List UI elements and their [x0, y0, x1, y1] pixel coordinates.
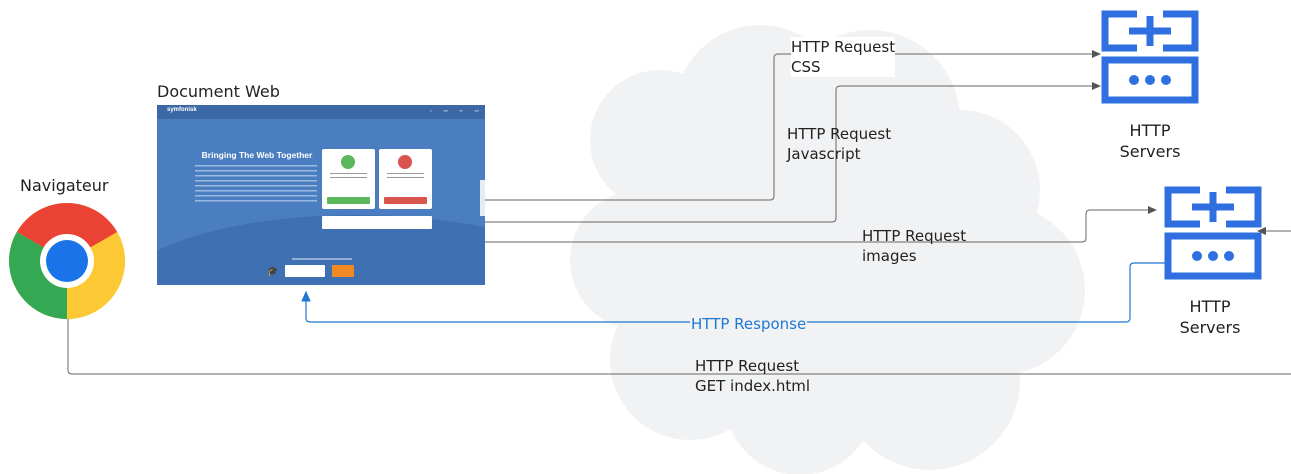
browser-label: Navigateur [20, 176, 109, 195]
graduation-cap-icon: 🎓 [267, 266, 279, 276]
response-line [301, 262, 1166, 323]
index-request-label: HTTP Request GET index.html [695, 357, 811, 395]
images-request-line [485, 206, 1157, 243]
chrome-browser-icon [9, 203, 125, 319]
screenshot-brand: symfonisk [167, 107, 197, 113]
http-server-icon-2 [1164, 186, 1262, 280]
index-request-line [67, 300, 1291, 375]
web-document-screenshot: symfonisk ▪▪▪▪▪▪▪▪▪ Bringing The Web Tog… [157, 105, 485, 285]
css-request-line [485, 50, 1101, 201]
screenshot-heading: Bringing The Web Together [201, 150, 313, 160]
server-1-label: HTTP Servers [1119, 121, 1181, 161]
document-label: Document Web [157, 82, 280, 101]
screenshot-nav: ▪▪▪▪▪▪▪▪▪ [430, 108, 479, 113]
http-server-icon-1 [1101, 10, 1199, 104]
screenshot-card-left [322, 149, 375, 209]
javascript-request-label: HTTP Request Javascript [787, 125, 892, 163]
server-2-label: HTTP Servers [1179, 297, 1241, 337]
css-request-label: HTTP Request CSS [791, 37, 896, 77]
images-request-label: HTTP Request images [862, 227, 967, 265]
screenshot-card-right [379, 149, 432, 209]
response-label: HTTP Response [690, 314, 808, 334]
javascript-request-line [485, 82, 1101, 223]
